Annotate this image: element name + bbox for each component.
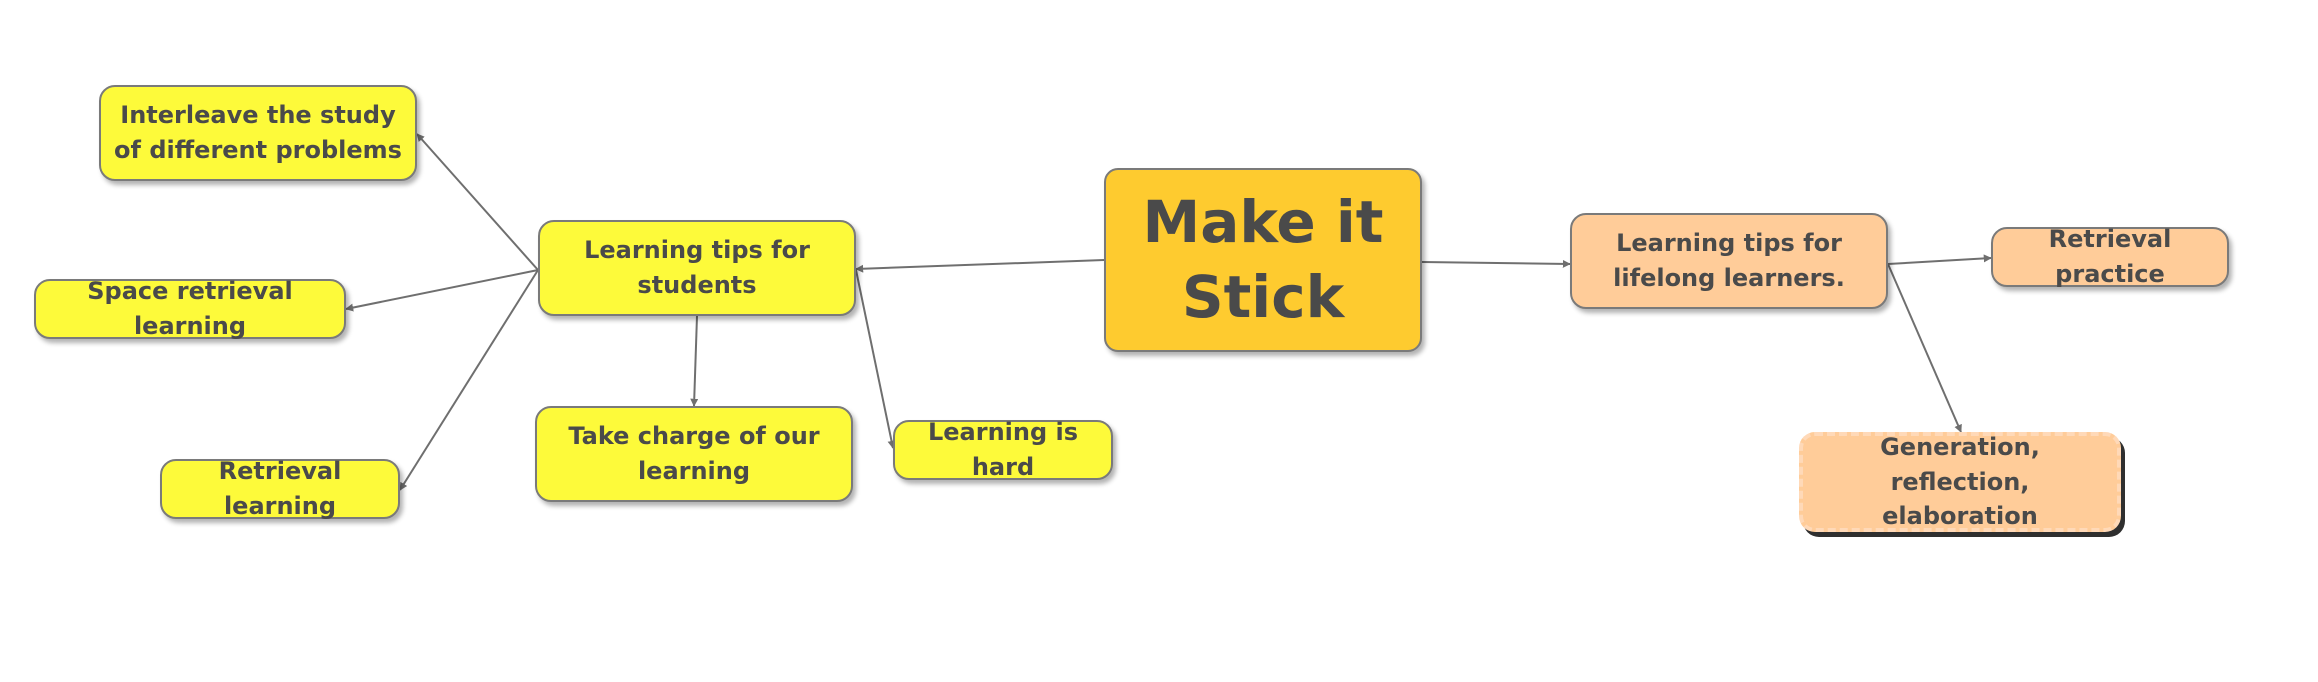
node-learning-tips-lifelong[interactable]: Learning tips for lifelong learners. <box>1570 213 1888 309</box>
node-generation-reflection-elaboration[interactable]: Generation, reflection, elaboration <box>1799 432 2121 532</box>
connector-students-to-interleave <box>416 133 539 271</box>
node-space-retrieval-learning[interactable]: Space retrieval learning <box>34 277 346 340</box>
node-learning-tips-students[interactable]: Learning tips for students <box>538 220 856 316</box>
central-topic-label: Make it Stick <box>1142 187 1384 331</box>
node-label: Interleave the study of different proble… <box>114 101 402 164</box>
connector-central-to-students <box>855 259 1105 273</box>
node-label: Generation, reflection, elaboration <box>1880 432 2040 531</box>
central-topic-node[interactable]: Make it Stick <box>1104 168 1422 352</box>
node-label: Space retrieval learning <box>87 277 293 340</box>
node-label: Learning is hard <box>927 418 1079 481</box>
node-retrieval-learning[interactable]: Retrieval learning <box>160 457 400 520</box>
connector-students-to-learning_hard <box>855 269 896 449</box>
connector-central-to-lifelong <box>1421 259 1571 268</box>
node-label: Retrieval learning <box>218 457 342 520</box>
node-label: Take charge of our learning <box>568 422 820 485</box>
connector-lifelong-to-generation <box>1887 263 1962 433</box>
node-retrieval-practice[interactable]: Retrieval practice <box>1991 225 2229 288</box>
node-label: Retrieval practice <box>2048 225 2172 288</box>
connector-students-to-take_charge <box>690 315 699 407</box>
connector-students-to-retrieval_learning <box>399 269 539 491</box>
connector-students-to-space_retrieval <box>345 269 539 312</box>
connector-lifelong-to-retrieval_practice <box>1887 254 1992 265</box>
node-take-charge[interactable]: Take charge of our learning <box>535 406 853 502</box>
node-label: Learning tips for students <box>584 236 810 299</box>
node-label: Learning tips for lifelong learners. <box>1613 229 1845 292</box>
node-learning-is-hard[interactable]: Learning is hard <box>893 418 1113 481</box>
node-interleave-study[interactable]: Interleave the study of different proble… <box>99 85 417 181</box>
